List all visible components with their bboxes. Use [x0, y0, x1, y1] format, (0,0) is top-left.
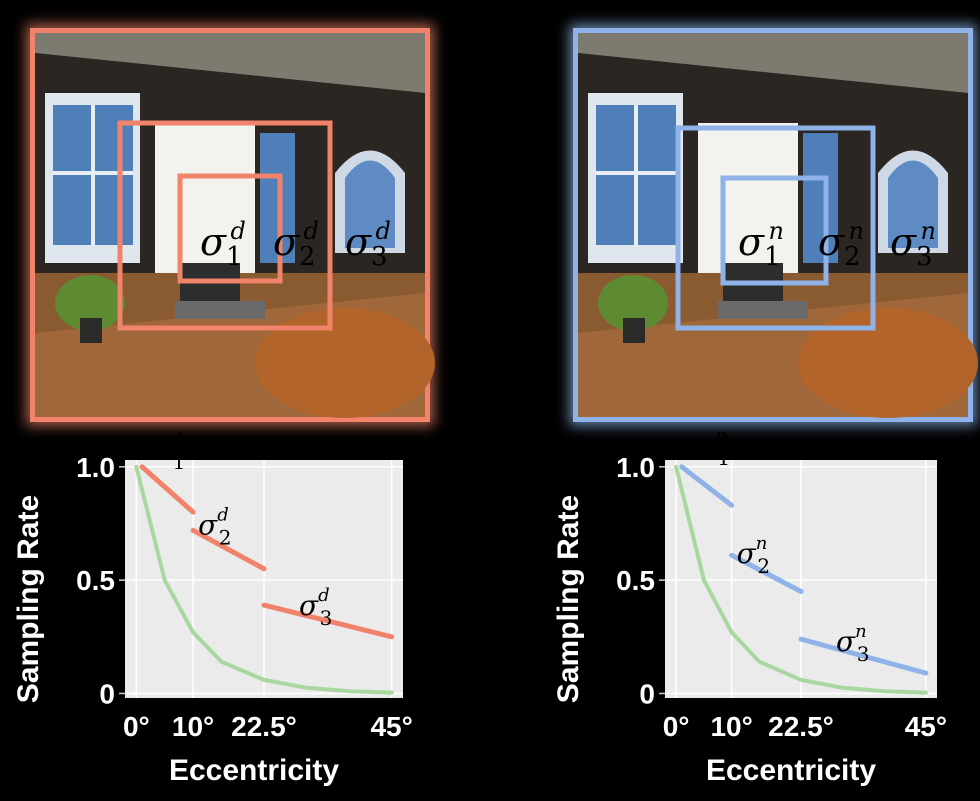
x-tick-label: 0°	[663, 711, 690, 742]
x-axis-label: Eccentricity	[706, 754, 876, 787]
sigma-label: σ3n	[890, 217, 936, 272]
y-axis-label: Sampling Rate	[552, 495, 585, 703]
room-scene-image	[578, 33, 978, 418]
y-tick-label: 0.5	[616, 565, 655, 596]
scene-foveated-left: σ1d σ2d σ3d	[30, 28, 435, 422]
x-axis-label: Eccentricity	[169, 754, 339, 787]
sigma-label: σ1n	[738, 217, 784, 272]
sigma-label: σ1d	[200, 217, 246, 272]
y-tick-label: 0.5	[76, 565, 115, 596]
x-tick-label: 22.5°	[231, 711, 297, 742]
series-segment	[798, 636, 929, 676]
y-tick-label: 1.0	[76, 452, 115, 483]
series-segment	[729, 552, 804, 594]
series-segment	[261, 602, 395, 640]
series-segment	[190, 527, 267, 572]
series-segment	[679, 464, 735, 508]
sigma-label: σ2n	[818, 217, 864, 272]
sigma-label: σ2d	[273, 217, 319, 272]
x-tick-label: 10°	[172, 711, 214, 742]
baseline-curve	[674, 464, 928, 695]
sigma-label: σ3d	[345, 217, 391, 272]
x-tick-label: 22.5°	[768, 711, 834, 742]
room-scene-image	[35, 33, 435, 418]
x-tick-label: 45°	[905, 711, 947, 742]
scene-foveated-right: σ1n σ2n σ3n	[573, 28, 978, 422]
y-tick-label: 0	[639, 678, 655, 709]
baseline-curve	[134, 464, 394, 695]
y-axis-label: Sampling Rate	[12, 495, 45, 703]
x-tick-label: 45°	[370, 711, 412, 742]
y-tick-label: 0	[99, 678, 115, 709]
x-tick-label: 0°	[123, 711, 150, 742]
x-tick-label: 10°	[710, 711, 752, 742]
series-segment	[139, 464, 196, 515]
y-tick-label: 1.0	[616, 452, 655, 483]
